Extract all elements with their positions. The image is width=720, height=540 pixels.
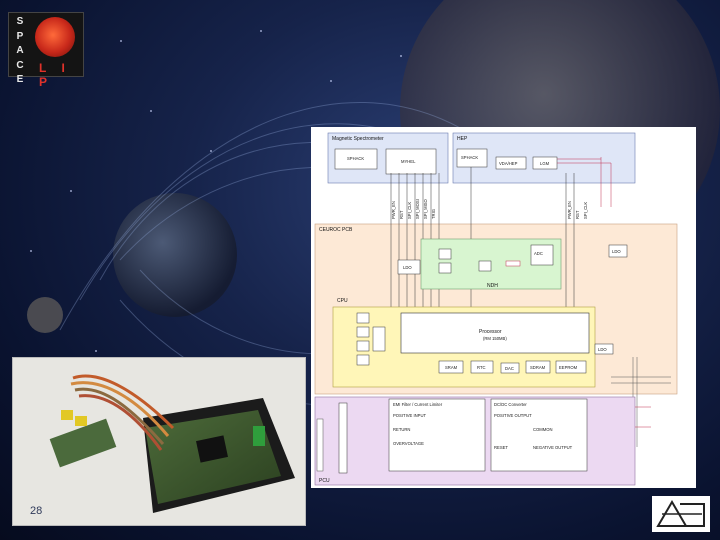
planet-left: [113, 193, 237, 317]
signal-label: SPI_MISO: [423, 198, 428, 219]
lip-footer-logo: [652, 496, 710, 532]
cpu-block-label: EEPROM: [559, 365, 578, 370]
signal-label: TRIG: [431, 209, 436, 219]
adc-label: ADC: [534, 251, 543, 256]
cpu-block-label: RTC: [477, 365, 486, 370]
signal-label: SPI_MOSI: [415, 199, 420, 219]
logo-lip: L I P: [39, 61, 71, 89]
ldo-left-label: LDO: [403, 265, 412, 270]
logo-letter: S: [16, 16, 24, 27]
page-number: 28: [30, 505, 43, 517]
signal-labels: PWR_EN RST SPI_CLK SPI_MOSI SPI_MISO TRI…: [391, 198, 588, 219]
signal-label: RST: [575, 210, 580, 219]
moon-small: [27, 297, 63, 333]
pcu-common: COMMON: [533, 427, 553, 432]
cpu-block-label: DAC: [505, 366, 514, 371]
pcu-col2-title: DC/DC Converter: [494, 402, 527, 407]
hep-block3-label: LGM: [540, 161, 550, 166]
pcu-col1-title: EMI Filter / Current Limiter: [393, 402, 443, 407]
cpu-ldo-right-label: LDO: [598, 347, 607, 352]
hep-block1-label: SPHACK: [461, 155, 478, 160]
pcu-title: PCU: [319, 478, 330, 484]
ms-block2-label: MYHEL: [401, 159, 416, 164]
ldo-right-top-label: LDO: [612, 249, 621, 254]
logo-letter: A: [16, 45, 24, 56]
system-block-diagram: Magnetic Spectrometer SPHACK MYHEL HEP S…: [311, 127, 696, 488]
signal-label: RST: [399, 210, 404, 219]
logo-letter: E: [16, 74, 24, 85]
logo-letter: C: [16, 59, 24, 71]
pcu-row-label: OVERVOLTAGE: [393, 441, 424, 446]
ceuroc-pcb-title: CEUROC PCB: [319, 227, 353, 233]
logo-letter: P: [16, 30, 24, 42]
cpu-title: CPU: [337, 298, 348, 304]
pcu-output-neg: NEGATIVE OUTPUT: [533, 445, 573, 450]
pcu-output-pos: POSITIVE OUTPUT: [494, 413, 532, 418]
hep-title: HEP: [457, 136, 468, 142]
signal-label: PWR_EN: [567, 201, 572, 219]
signal-label: SPI_CLK: [407, 202, 412, 219]
signal-label: SPI_CLK: [583, 202, 588, 219]
magnetic-spectrometer-title: Magnetic Spectrometer: [332, 136, 384, 142]
cpu-block-label: SDRAM: [530, 365, 546, 370]
processor-box: [400, 312, 590, 354]
pcu-reset: RESET: [494, 445, 508, 450]
pcu-row-label: POSITIVE INPUT: [393, 413, 426, 418]
ndh-label: NDH: [487, 283, 498, 289]
ms-block1-label: SPHACK: [347, 156, 364, 161]
sun-icon: [35, 17, 75, 57]
pcu-row-label: RETURN: [393, 427, 410, 432]
processor-label: Processor: [479, 329, 502, 335]
hardware-photo: [12, 357, 306, 526]
hep-block2-label: VDA/HEP: [499, 161, 518, 166]
processor-sub-label: (RM 150MB): [483, 336, 507, 341]
signal-label: PWR_EN: [391, 201, 396, 219]
cpu-block-label: SRAM: [445, 365, 458, 370]
space-lip-logo: S P A C E L I P: [8, 12, 84, 89]
